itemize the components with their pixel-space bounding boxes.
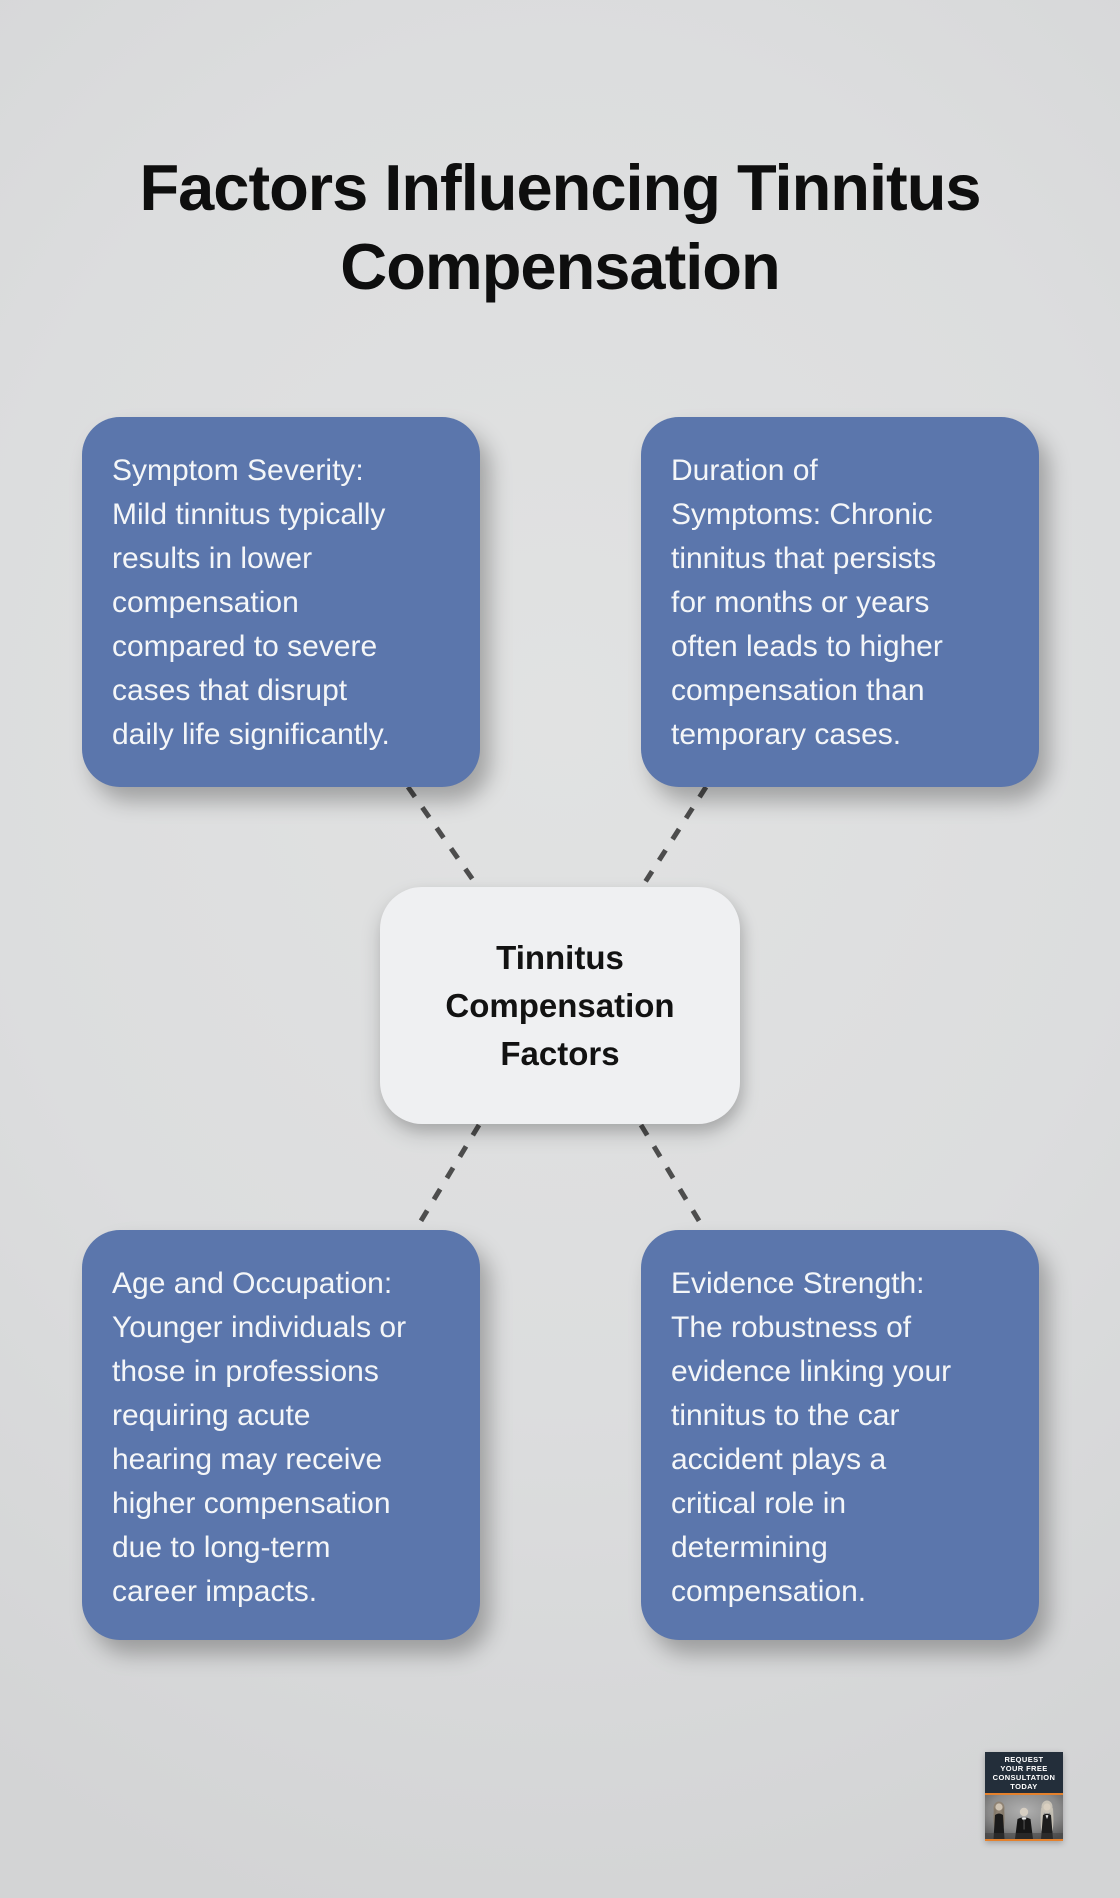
consultation-badge-text: REQUEST YOUR FREE CONSULTATION TODAY — [985, 1752, 1063, 1793]
page-title: Factors Influencing Tinnitus Compensatio… — [139, 150, 981, 303]
factor-card-evidence-strength: Evidence Strength: The robustness of evi… — [641, 1230, 1039, 1640]
badge-bottom-accent-bar — [985, 1839, 1063, 1841]
consultation-badge[interactable]: REQUEST YOUR FREE CONSULTATION TODAY — [985, 1752, 1063, 1841]
center-node: Tinnitus Compensation Factors — [380, 887, 740, 1124]
factor-card-duration-of-symptoms: Duration of Symptoms: Chronic tinnitus t… — [641, 417, 1039, 787]
connector-bottom-right-line — [638, 1123, 707, 1231]
three-people-photo-icon — [985, 1795, 1063, 1839]
badge-orange-divider — [985, 1793, 1063, 1795]
connector-bottom-left-line — [413, 1123, 482, 1231]
connector-top-right-line — [639, 785, 709, 889]
factor-card-age-and-occupation: Age and Occupation: Younger individuals … — [82, 1230, 480, 1640]
factor-card-symptom-severity: Symptom Severity: Mild tinnitus typicall… — [82, 417, 480, 787]
center-node-label: Tinnitus Compensation Factors — [445, 938, 675, 1072]
connector-top-left-line — [405, 785, 481, 889]
